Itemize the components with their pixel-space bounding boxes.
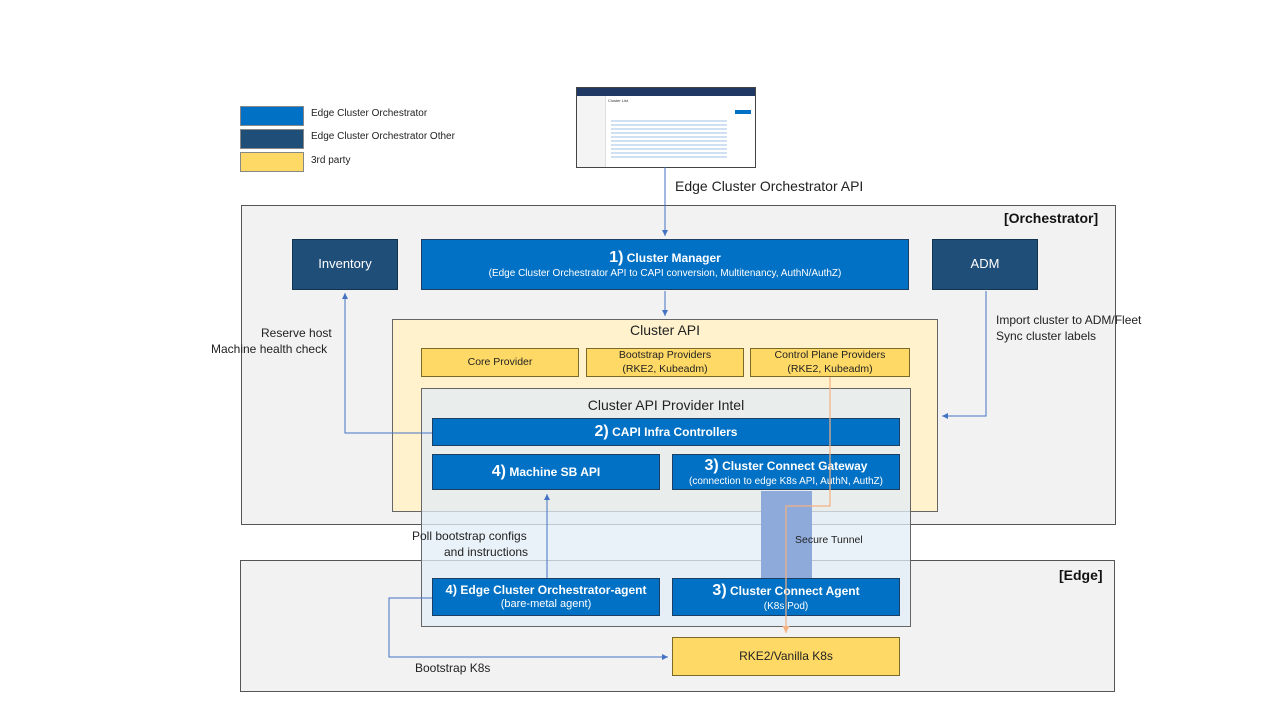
adm-box: ADM [932,239,1038,290]
gateway-num: 3) [704,456,719,474]
rke2-label: RKE2/Vanilla K8s [739,649,833,663]
import-cluster-label: Import cluster to ADM/Fleet [996,313,1142,327]
control-plane-providers-line1: Control Plane Providers [774,349,886,362]
bootstrap-k8s-label: Bootstrap K8s [415,661,491,675]
poll-bootstrap-line1: Poll bootstrap configs [412,529,527,543]
bootstrap-k8s-arrow [388,597,668,660]
machine-sb-api-box: 4) Machine SB API [432,454,660,490]
legend-swatch-3rd-party [240,152,304,172]
bootstrap-providers-line2: (RKE2, Kubeadm) [622,362,708,375]
poll-bootstrap-line2: and instructions [444,545,529,559]
connect-agent-title: Cluster Connect Agent [730,583,860,598]
bootstrap-providers-box: Bootstrap Providers (RKE2, Kubeadm) [586,348,744,377]
capi-provider-title: Cluster API Provider Intel [587,397,745,413]
capi-infra-controllers-box: 2) CAPI Infra Controllers [432,418,900,446]
agent-sub: (bare-metal agent) [500,598,592,611]
thumbnail-title: Cluster List [608,98,629,103]
eco-agent-box: 4) Edge Cluster Orchestrator-agent (bare… [432,578,660,616]
machine-health-label: Machine health check [211,342,328,356]
control-plane-providers-box: Control Plane Providers (RKE2, Kubeadm) [750,348,910,377]
thumbnail-sidebar [577,96,606,167]
gateway-title: Cluster Connect Gateway [722,458,868,473]
legend-label-eco-other: Edge Cluster Orchestrator Other [311,131,455,142]
legend-swatch-eco-other [240,129,304,149]
cluster-manager-num: 1) [609,249,624,267]
connect-agent-num: 3) [712,581,727,599]
sync-labels-label: Sync cluster labels [996,329,1097,343]
edge-title: [Edge] [1059,567,1103,583]
agent-title: Edge Cluster Orchestrator-agent [460,583,647,597]
cluster-manager-box: 1) Cluster Manager (Edge Cluster Orchest… [421,239,909,290]
capi-infra-title: CAPI Infra Controllers [612,425,738,439]
bootstrap-providers-line1: Bootstrap Providers [618,349,712,362]
secure-tunnel-label: Secure Tunnel [795,534,863,546]
cluster-connect-gateway-box: 3) Cluster Connect Gateway (connection t… [672,454,900,490]
cluster-api-title: Cluster API [629,322,701,338]
infra-to-inventory-arrow [342,293,432,434]
machine-sb-num: 4) [491,463,506,480]
agent-num: 4) [445,582,458,597]
orchestrator-title: [Orchestrator] [1004,210,1099,226]
legend-label-eco: Edge Cluster Orchestrator [311,108,428,119]
core-provider-label: Core Provider [467,355,533,368]
cluster-manager-title: Cluster Manager [626,251,721,266]
inventory-label: Inventory [318,256,372,272]
reserve-host-label: Reserve host [261,326,332,340]
inventory-box: Inventory [292,239,398,290]
gateway-sub: (connection to edge K8s API, AuthN, Auth… [688,475,883,487]
control-plane-providers-line2: (RKE2, Kubeadm) [787,362,873,375]
adm-label: ADM [970,256,1000,272]
cluster-connect-agent-box: 3) Cluster Connect Agent (K8s Pod) [672,578,900,616]
cluster-manager-sub: (Edge Cluster Orchestrator API to CAPI c… [488,268,842,280]
machine-sb-title: Machine SB API [509,465,601,479]
api-label: Edge Cluster Orchestrator API [675,178,864,194]
thumbnail-button [735,110,751,114]
core-provider-box: Core Provider [421,348,579,377]
control-plane-to-rke2-arrow [782,377,831,633]
adm-to-capi-arrow [942,291,987,419]
ui-screenshot-thumbnail: Cluster List [576,87,756,168]
legend-label-3rd-party: 3rd party [311,155,351,166]
rke2-box: RKE2/Vanilla K8s [672,637,900,676]
capi-infra-num: 2) [594,423,609,440]
legend-swatch-eco [240,106,304,126]
thumbnail-header [577,88,755,96]
